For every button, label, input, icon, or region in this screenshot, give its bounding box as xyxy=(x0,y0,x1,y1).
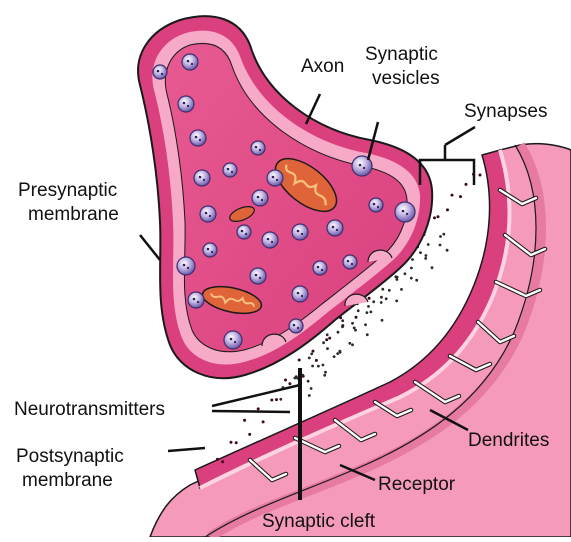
vesicle xyxy=(292,224,308,240)
label-axon: Axon xyxy=(301,56,344,77)
neurotransmitter xyxy=(400,288,403,291)
vesicle xyxy=(250,268,266,284)
neurotransmitter xyxy=(411,258,414,261)
neurotransmitter xyxy=(410,267,413,270)
neurotransmitter xyxy=(336,352,339,355)
label-neurotransmitters: Neurotransmitters xyxy=(14,399,165,420)
neurotransmitter xyxy=(317,365,320,368)
vesicle xyxy=(190,130,206,146)
label-synaptic-vesicles-line2: vesicles xyxy=(372,68,440,89)
label-receptor: Receptor xyxy=(378,474,456,495)
label-postsynaptic-line1: Postsynaptic xyxy=(16,446,124,467)
neurotransmitter xyxy=(341,325,344,328)
neurotransmitter xyxy=(310,387,313,390)
neurotransmitter xyxy=(351,343,354,346)
postsynaptic-leader xyxy=(168,448,205,451)
neurotransmitter xyxy=(446,249,449,252)
neurotransmitter xyxy=(364,323,367,326)
vesicle xyxy=(252,190,268,206)
neurotransmitter xyxy=(326,347,329,350)
vesicle xyxy=(262,232,278,248)
neurotransmitter xyxy=(366,311,369,314)
neurotransmitter xyxy=(310,353,313,356)
neurotransmitter xyxy=(385,297,388,300)
neurotransmitter xyxy=(415,279,418,282)
vesicle xyxy=(267,170,283,186)
vesicle xyxy=(203,243,217,257)
neurotransmitter xyxy=(370,311,373,314)
neurotransmitter xyxy=(324,371,327,374)
vesicle xyxy=(200,206,216,222)
neurotransmitter xyxy=(439,235,442,238)
vesicle xyxy=(327,220,343,236)
neurotransmitters-leader-1 xyxy=(212,385,300,406)
neurotransmitter xyxy=(404,272,407,275)
neurotransmitter xyxy=(337,331,340,334)
vesicle xyxy=(194,170,210,186)
neurotransmitter xyxy=(279,398,282,401)
neurotransmitter xyxy=(396,278,399,281)
neurotransmitter xyxy=(351,322,354,325)
vesicle xyxy=(395,202,415,222)
vesicle xyxy=(343,255,357,269)
vesicle xyxy=(292,286,308,302)
vesicle xyxy=(237,225,251,239)
neurotransmitter xyxy=(442,233,445,236)
vesicle xyxy=(289,319,303,333)
neurotransmitter xyxy=(294,377,297,380)
neurotransmitter xyxy=(380,296,383,299)
label-synapses: Synapses xyxy=(464,101,547,122)
neurotransmitter xyxy=(427,243,430,246)
vesicle xyxy=(251,141,265,155)
neurotransmitter xyxy=(348,342,351,345)
neurotransmitter xyxy=(439,244,442,247)
neurotransmitter xyxy=(410,277,413,280)
neurotransmitter xyxy=(388,289,391,292)
neurotransmitter xyxy=(357,309,360,312)
label-presynaptic-line1: Presynaptic xyxy=(18,180,117,201)
vesicle xyxy=(313,261,327,275)
neurotransmitter xyxy=(339,351,342,354)
vesicle xyxy=(182,54,198,70)
neurotransmitter xyxy=(396,276,399,279)
neurotransmitter xyxy=(431,266,434,269)
neurotransmitter xyxy=(311,365,314,368)
neurotransmitter xyxy=(381,319,384,322)
neurotransmitter xyxy=(372,300,375,303)
vesicle xyxy=(177,257,195,275)
neurotransmitter xyxy=(367,305,370,308)
neurotransmitter xyxy=(380,301,383,304)
neurotransmitter xyxy=(333,355,336,358)
neurotransmitter xyxy=(354,329,357,332)
vesicle xyxy=(188,292,204,308)
neurotransmitter xyxy=(308,357,311,360)
neurotransmitter xyxy=(307,380,310,383)
vesicle xyxy=(224,331,242,349)
neurotransmitter xyxy=(419,251,422,254)
neurotransmitter xyxy=(381,288,384,291)
label-dendrites: Dendrites xyxy=(468,430,549,451)
vesicle xyxy=(223,163,237,177)
neurotransmitter xyxy=(308,394,311,397)
presynaptic-leader xyxy=(140,235,160,260)
neurotransmitter xyxy=(326,333,329,336)
label-synaptic-cleft: Synaptic cleft xyxy=(262,511,376,532)
label-presynaptic-line2: membrane xyxy=(28,204,119,225)
neurotransmitter xyxy=(322,341,325,344)
neurotransmitter xyxy=(323,374,326,377)
vesicle xyxy=(178,96,194,112)
neurotransmitter xyxy=(366,333,369,336)
label-postsynaptic-line2: membrane xyxy=(22,470,113,491)
label-synaptic-vesicles-line1: Synaptic xyxy=(365,44,438,65)
neurotransmitter xyxy=(322,364,325,367)
vesicle xyxy=(369,198,383,212)
neurotransmitter xyxy=(424,257,427,260)
neurotransmitters-leader-2 xyxy=(212,411,290,412)
neurotransmitter xyxy=(425,254,428,257)
neurotransmitter xyxy=(395,300,398,303)
vesicle xyxy=(153,65,167,79)
neurotransmitter xyxy=(341,319,344,322)
